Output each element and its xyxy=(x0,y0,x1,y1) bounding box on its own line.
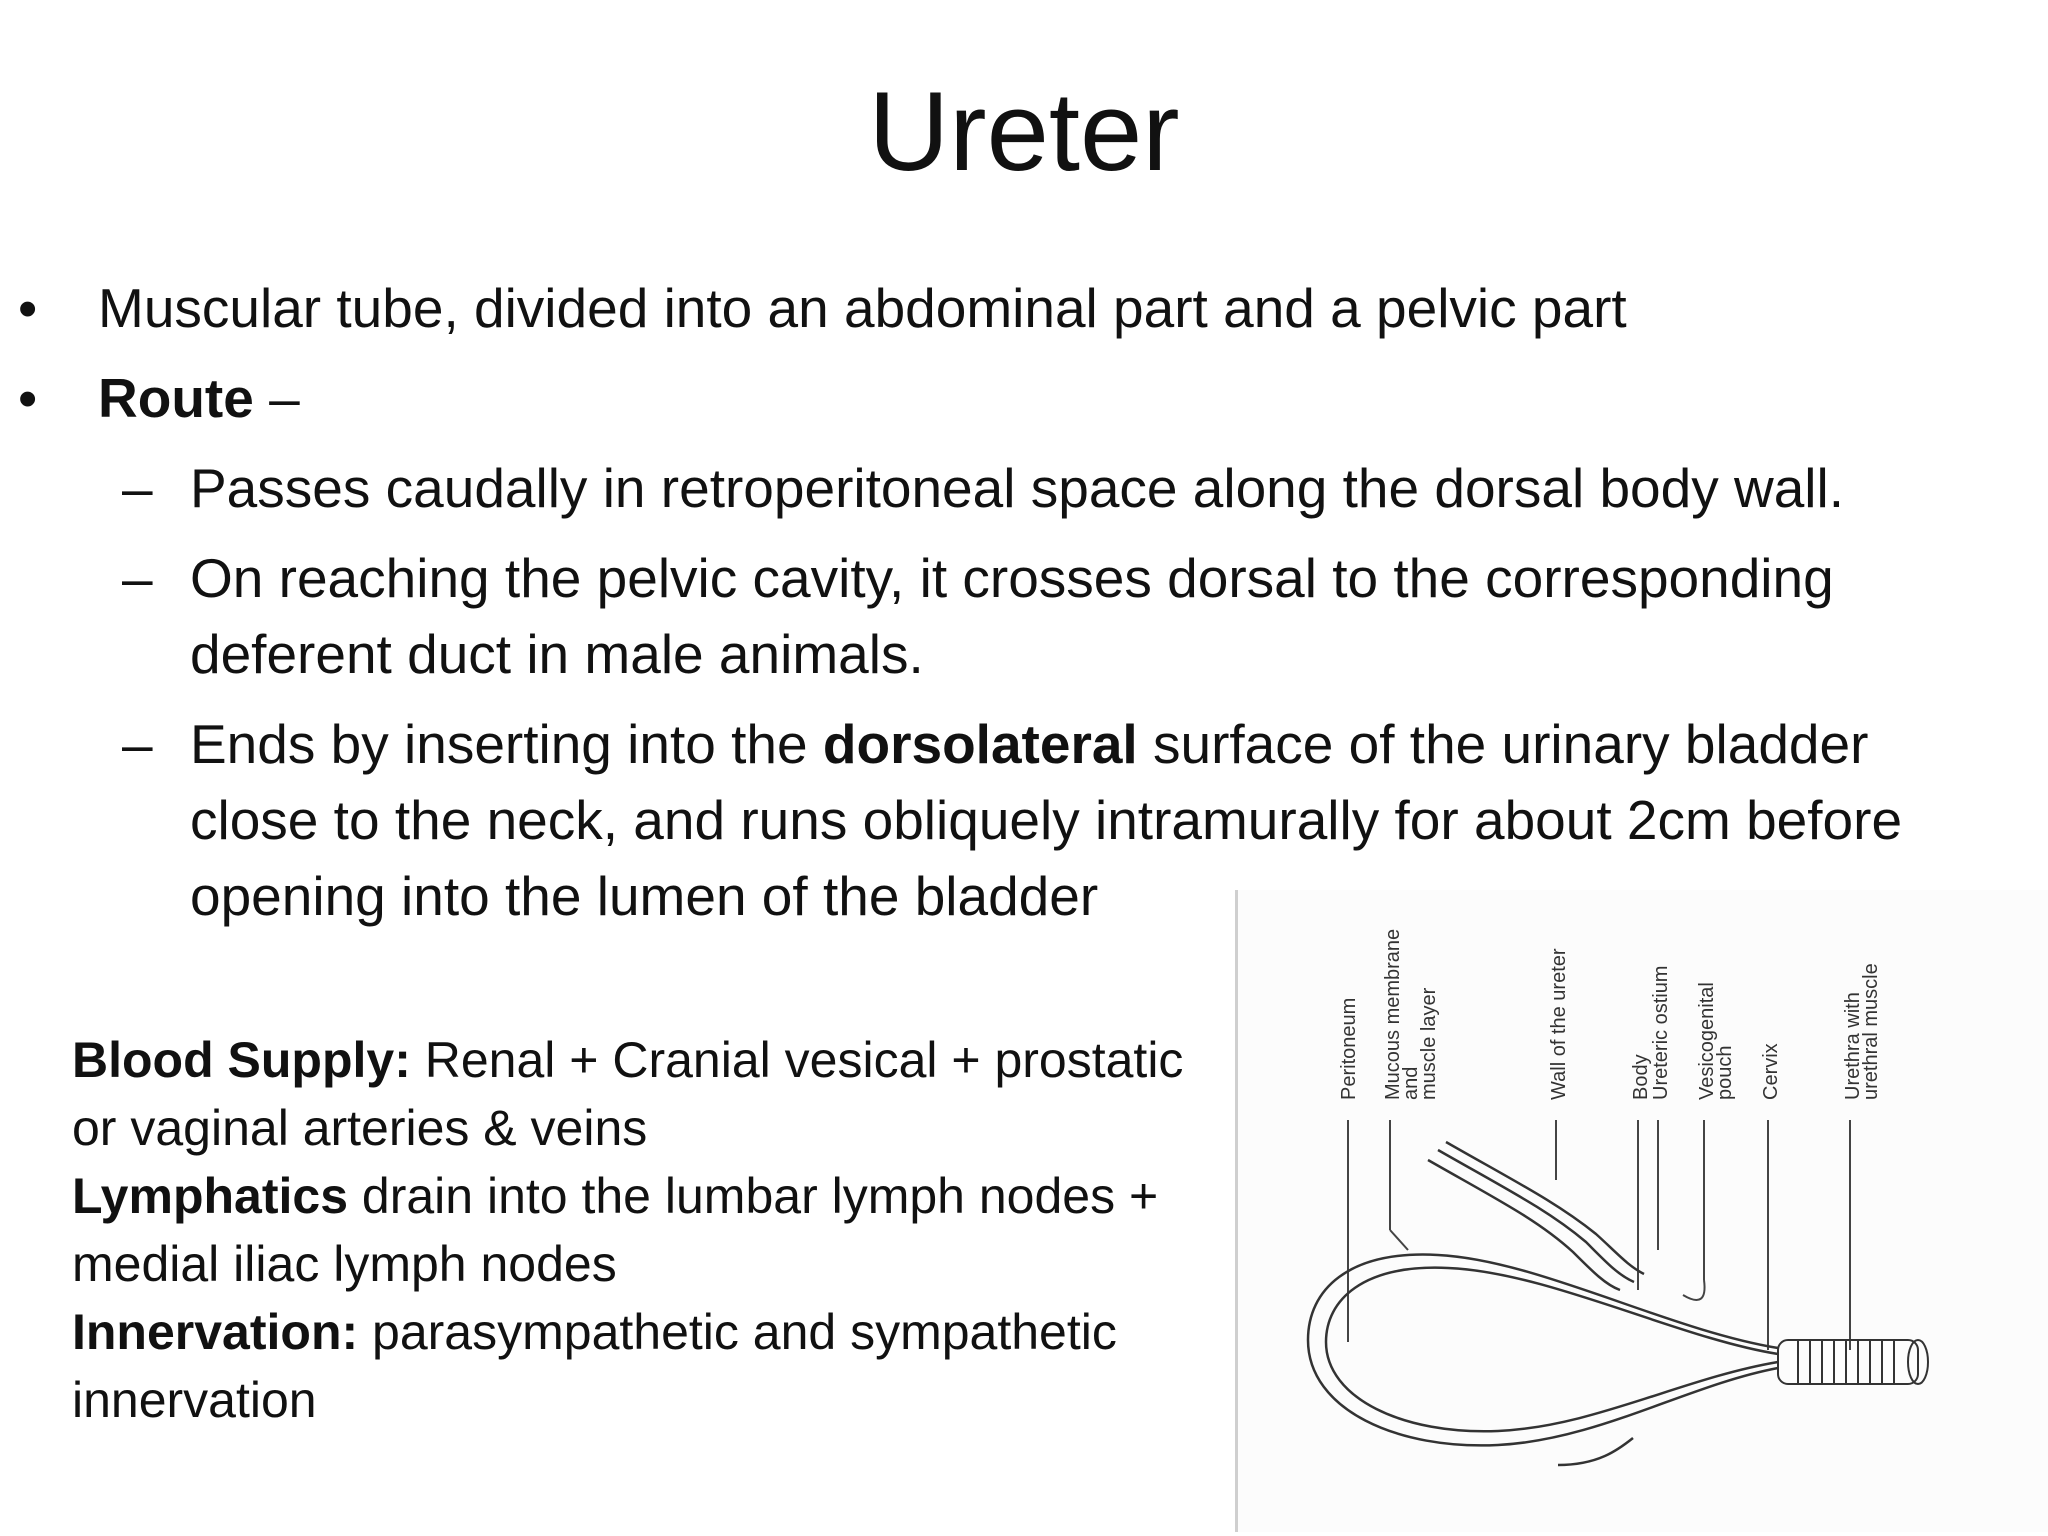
bladder-outer-wall xyxy=(1306,1253,1779,1447)
route-item-line: Ends by inserting into the dorsolateral … xyxy=(190,706,2020,782)
text-after: surface of the urinary bladder xyxy=(1137,713,1869,775)
ureter-wall-2 xyxy=(1437,1148,1635,1284)
bullet-muscular-tube: • Muscular tube, divided into an abdomin… xyxy=(0,270,2048,346)
innervation-row-2: innervation xyxy=(72,1372,317,1428)
blood-supply-row: Blood Supply: Renal + Cranial vesical + … xyxy=(72,1026,1222,1094)
label-body: Body xyxy=(1630,1054,1652,1100)
innervation-text: parasympathetic and sympathetic xyxy=(358,1304,1117,1360)
route-item-retroperitoneal: – Passes caudally in retroperitoneal spa… xyxy=(0,450,2020,526)
dash-marker: – xyxy=(122,457,153,519)
lymphatics-label: Lymphatics xyxy=(72,1168,349,1224)
bullet-text: Muscular tube, divided into an abdominal… xyxy=(98,277,1627,339)
blood-supply-label: Blood Supply: xyxy=(72,1032,411,1088)
bullet-list: • Muscular tube, divided into an abdomin… xyxy=(0,270,2048,934)
label-vesicogenital: Vesicogenital xyxy=(1696,982,1718,1100)
label-wall-of-ureter: Wall of the ureter xyxy=(1548,948,1570,1100)
route-heading: Route xyxy=(98,367,254,429)
lymphatics-row-2: medial iliac lymph nodes xyxy=(72,1236,617,1292)
bladder-inner-wall xyxy=(1324,1266,1779,1433)
lymphatics-row: Lymphatics drain into the lumbar lymph n… xyxy=(72,1162,1222,1230)
route-dash: – xyxy=(253,367,300,429)
route-item-line: opening into the lumen of the bladder xyxy=(190,865,1099,927)
route-item-line: deferent duct in male animals. xyxy=(190,623,924,685)
route-item-line: close to the neck, and runs obliquely in… xyxy=(190,789,1903,851)
label-urethral-muscle: urethral muscle xyxy=(1860,963,1882,1100)
innervation-row: Innervation: parasympathetic and sympath… xyxy=(72,1298,1222,1366)
label-pouch: pouch xyxy=(1714,1046,1736,1101)
route-item-line: On reaching the pelvic cavity, it crosse… xyxy=(190,547,1834,609)
dash-marker: – xyxy=(122,547,153,609)
bullet-dot: • xyxy=(18,277,38,339)
leader-vesicogenital-hook xyxy=(1682,1279,1706,1301)
label-ureteric-ostium: Ureteric ostium xyxy=(1650,966,1672,1100)
slide-title: Ureter xyxy=(868,69,1180,194)
leader-lines xyxy=(1347,1120,1851,1350)
route-item-bladder-insertion: – Ends by inserting into the dorsolatera… xyxy=(0,706,2020,934)
ureter-wall-3 xyxy=(1445,1140,1645,1276)
ureter-wall-1 xyxy=(1427,1158,1621,1292)
innervation-label: Innervation: xyxy=(72,1304,359,1360)
bullet-dot: • xyxy=(18,367,38,429)
diagram-svg: Peritoneum Mucous membrane and muscle la… xyxy=(1306,929,1929,1467)
label-mucous-membrane: Mucous membrane xyxy=(1382,929,1404,1100)
ureter-tube xyxy=(1427,1140,1645,1292)
bladder-ureter-diagram: Peritoneum Mucous membrane and muscle la… xyxy=(1235,890,2048,1532)
dash-marker: – xyxy=(122,713,153,775)
text-before: Ends by inserting into the xyxy=(190,713,823,775)
blood-supply-text: Renal + Cranial vesical + prostatic xyxy=(410,1032,1184,1088)
route-item-pelvic-cavity: – On reaching the pelvic cavity, it cros… xyxy=(0,540,2020,692)
label-cervix: Cervix xyxy=(1760,1043,1782,1100)
label-mucous-and: and xyxy=(1400,1067,1422,1100)
bladder-outline xyxy=(1306,1253,1779,1467)
leader-mucous-tip xyxy=(1389,1229,1409,1251)
label-peritoneum: Peritoneum xyxy=(1338,998,1360,1100)
dorsolateral-emphasis: dorsolateral xyxy=(822,713,1138,775)
blood-supply-row-2: or vaginal arteries & veins xyxy=(72,1100,648,1156)
supply-info-block: Blood Supply: Renal + Cranial vesical + … xyxy=(72,1026,1222,1434)
bullet-route: • Route – xyxy=(0,360,2048,436)
urethral-muscle-rings xyxy=(1797,1340,1895,1384)
urethra-body xyxy=(1777,1339,1919,1385)
route-item-line: Passes caudally in retroperitoneal space… xyxy=(190,457,1845,519)
urethra-opening xyxy=(1907,1339,1929,1385)
urethra xyxy=(1777,1339,1929,1385)
label-urethra-with: Urethra with xyxy=(1842,992,1864,1100)
label-muscle-layer: muscle layer xyxy=(1418,987,1440,1100)
peritoneal-fold xyxy=(1557,1437,1634,1467)
diagram-labels: Peritoneum Mucous membrane and muscle la… xyxy=(1338,929,1882,1100)
lymphatics-text: drain into the lumbar lymph nodes + xyxy=(348,1168,1159,1224)
